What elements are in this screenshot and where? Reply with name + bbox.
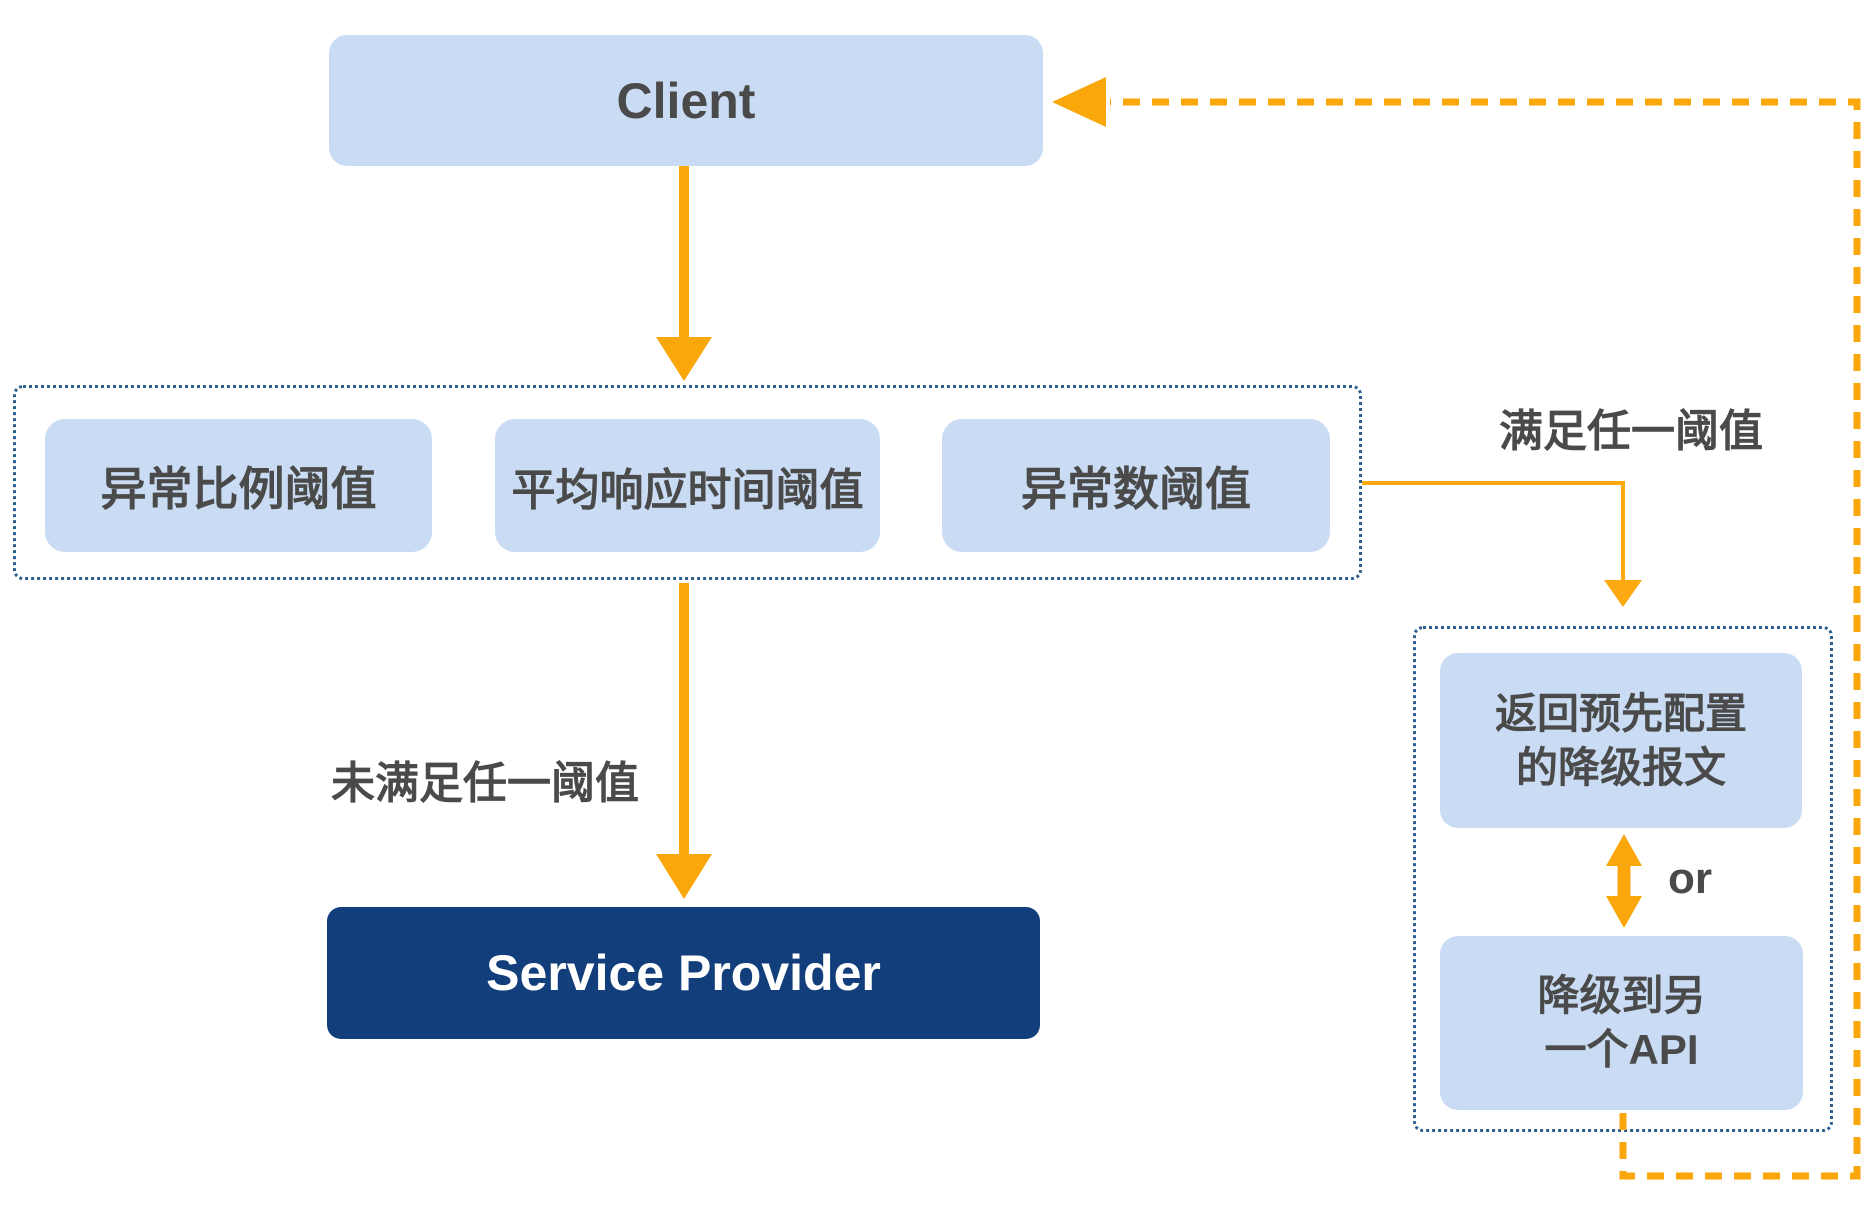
arrow-meets-threshold-to-fallback: [1362, 481, 1642, 607]
node-threshold-exception-ratio: 异常比例阈值: [45, 419, 432, 552]
threshold-exception-count-label: 异常数阈值: [1021, 462, 1251, 515]
fallback-another-api-label: 降级到另 一个API: [1537, 972, 1706, 1073]
node-threshold-avg-response-time: 平均响应时间阈值: [495, 419, 880, 552]
edge-label-or: or: [1668, 854, 1712, 903]
node-client: Client: [329, 35, 1043, 166]
arrow-thresholds-to-provider: [656, 583, 712, 899]
arrow-client-to-thresholds: [656, 166, 712, 381]
threshold-avg-response-time-label: 平均响应时间阈值: [511, 465, 864, 515]
node-fallback-another-api: 降级到另 一个API: [1440, 936, 1803, 1110]
fallback-return-message-label: 返回预先配置 的降级报文: [1494, 689, 1747, 791]
node-service-provider-label: Service Provider: [486, 945, 881, 1001]
node-service-provider: Service Provider: [327, 907, 1040, 1039]
node-threshold-exception-count: 异常数阈值: [942, 419, 1330, 552]
node-client-label: Client: [616, 72, 756, 129]
edge-label-meets-any-threshold: 满足任一阈值: [1499, 407, 1763, 456]
threshold-exception-ratio-label: 异常比例阈值: [100, 462, 377, 515]
node-fallback-return-message: 返回预先配置 的降级报文: [1440, 653, 1802, 828]
edge-label-not-meets-any-threshold: 未满足任一阈值: [331, 759, 639, 808]
